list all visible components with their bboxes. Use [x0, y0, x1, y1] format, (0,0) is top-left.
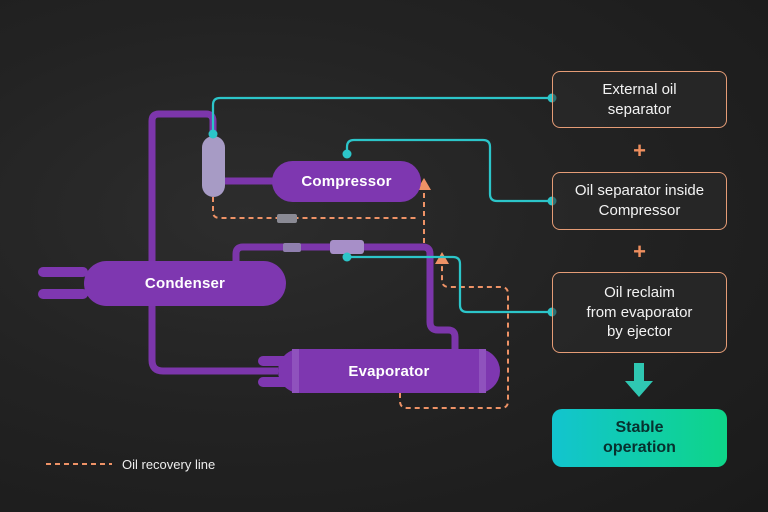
refrigerant-pipes: [148, 110, 459, 375]
oil-line-evaporator-loop: [399, 262, 509, 409]
plus-sign-2: +: [633, 239, 646, 264]
condenser-stub-top: [38, 267, 88, 277]
pipe-condenser-to-evaporator: [148, 304, 278, 375]
annotation-external-oil-separator: External oil separator: [552, 71, 727, 128]
annotation-oil-reclaim-ejector: Oil reclaim from evaporator by ejector: [552, 272, 727, 353]
dot-compressor-top: [342, 149, 352, 159]
suction-line-fitting: [283, 243, 301, 252]
dot-ejector: [342, 252, 352, 262]
annotation-oil-separator-inside-compressor: Oil separator inside Compressor: [552, 172, 727, 230]
pipe-suction-line: [232, 243, 459, 350]
callout-line-external-separator: [211, 96, 552, 132]
oil-line-separator-to-compressor: [212, 197, 418, 219]
legend-oil-recovery-label: Oil recovery line: [122, 457, 216, 472]
oil-line-fitting: [277, 214, 297, 223]
callout-lines: [211, 96, 553, 314]
condenser-stub-bottom: [38, 289, 88, 299]
plus-sign-1: +: [633, 138, 646, 163]
oil-arrow-into-compressor: [417, 178, 431, 190]
down-arrow-icon: [625, 363, 653, 397]
evaporator-vessel: [278, 349, 500, 393]
evaporator-flange-right: [479, 349, 486, 393]
stable-operation-badge: Stable operation: [552, 409, 727, 467]
callout-line-oil-reclaim: [350, 255, 553, 314]
ejector-fitting: [330, 240, 364, 254]
oil-recovery-lines: [46, 186, 509, 465]
dot-separator-top: [208, 129, 218, 139]
external-oil-separator-vessel: [202, 136, 225, 197]
compressor-vessel: [272, 161, 421, 202]
vessels: [38, 136, 500, 393]
callout-line-inside-compressor: [345, 138, 553, 203]
condenser-vessel: [84, 261, 286, 306]
evaporator-flange-left: [292, 349, 299, 393]
